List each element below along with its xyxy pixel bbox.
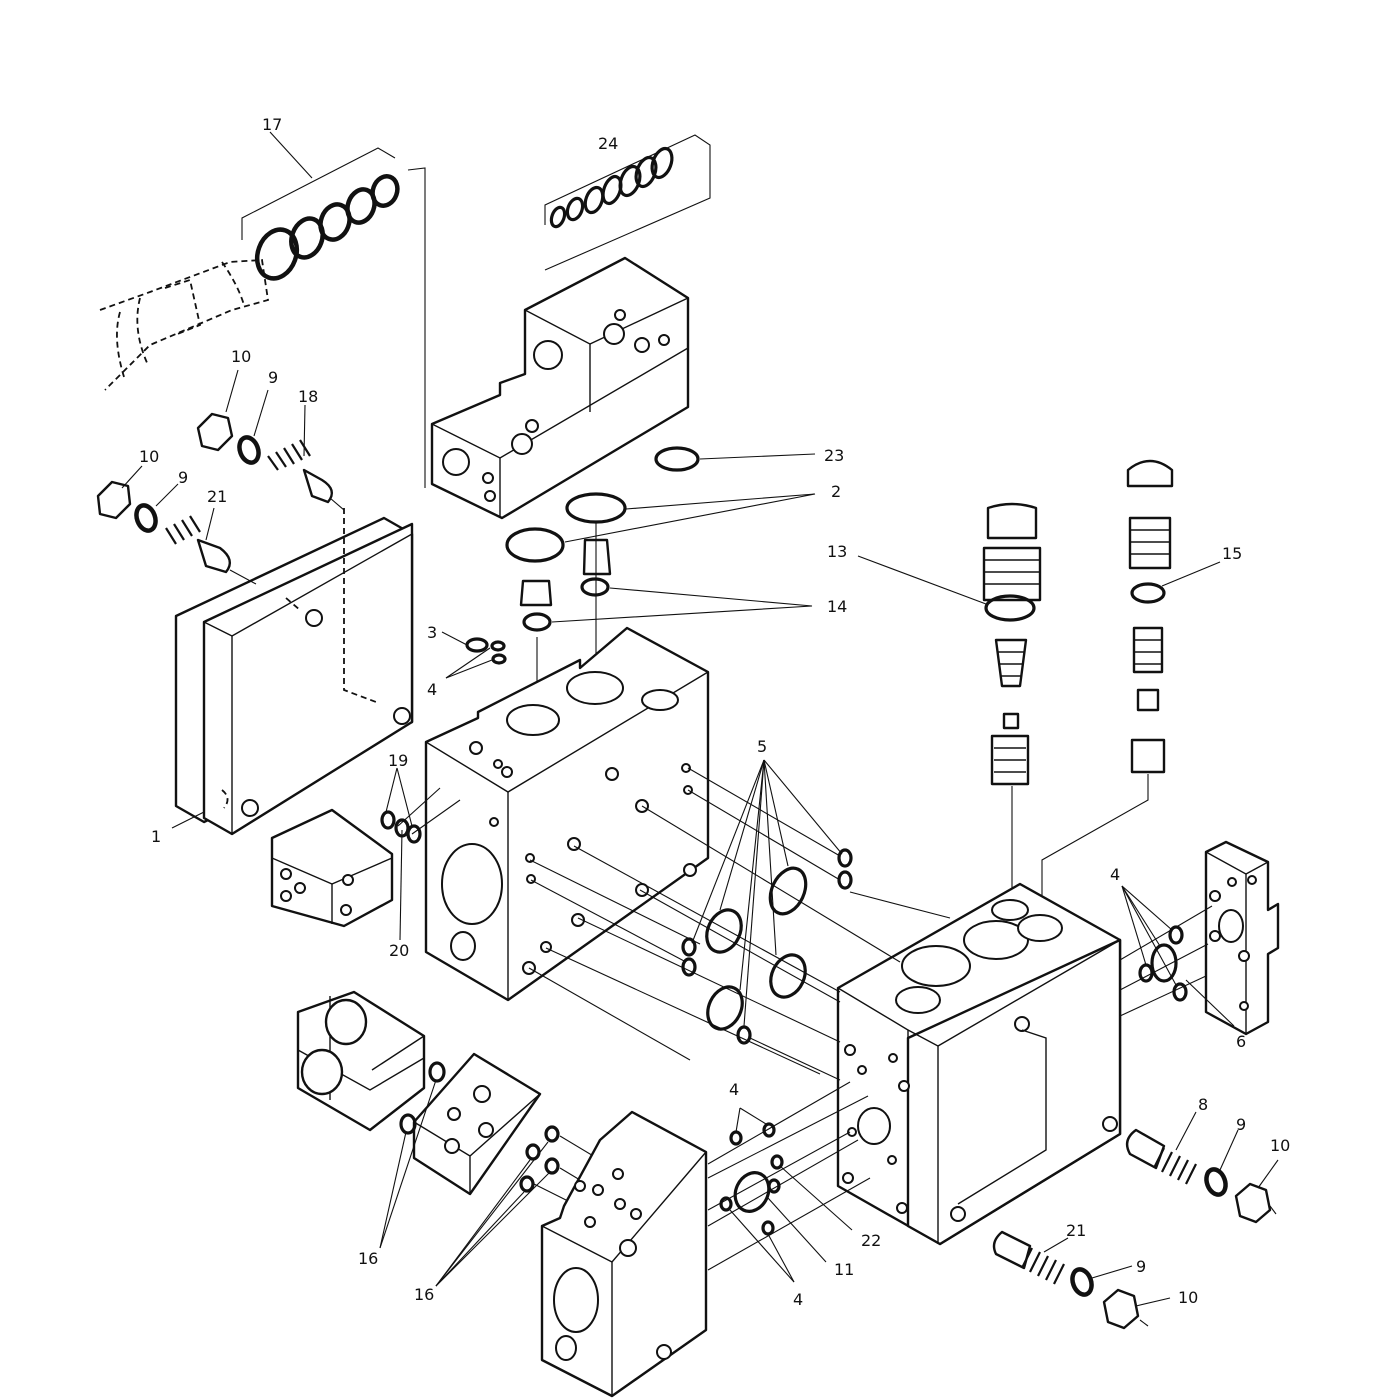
callout-24: 24 — [598, 134, 618, 153]
callout-18: 18 — [298, 387, 318, 406]
sub-plate-16 — [379, 1052, 621, 1287]
callout-1: 1 — [151, 827, 161, 846]
right-valve-body — [836, 882, 1122, 1246]
callout-9: 9 — [268, 368, 278, 387]
top-cover-block — [430, 256, 690, 520]
callout-5: 5 — [757, 737, 767, 756]
seals-4-22-11 — [707, 1081, 871, 1283]
callout-20: 20 — [389, 941, 409, 960]
callout-4: 4 — [793, 1290, 803, 1309]
callout-4: 4 — [729, 1080, 739, 1099]
callout-10: 10 — [139, 447, 159, 466]
callout-3: 3 — [427, 623, 437, 642]
callout-4: 4 — [1110, 865, 1120, 884]
lower-adapter-block — [540, 1110, 708, 1398]
solenoid-valve-16 — [296, 990, 426, 1132]
ring-set-24 — [544, 134, 711, 271]
main-valve-body — [424, 626, 710, 1002]
left-cover-plate-1 — [171, 508, 414, 836]
callout-10: 10 — [1178, 1288, 1198, 1307]
callout-17: 17 — [262, 115, 282, 134]
seals-19 — [380, 767, 461, 844]
callout-4: 4 — [427, 680, 437, 699]
stud-assembly-18 — [196, 369, 345, 511]
stud-assembly-21-left — [96, 465, 257, 585]
callout-10: 10 — [1270, 1136, 1290, 1155]
relief-valve-13 — [857, 502, 1042, 900]
callout-8: 8 — [1198, 1095, 1208, 1114]
callout-11: 11 — [834, 1260, 854, 1279]
callout-16: 16 — [414, 1285, 434, 1304]
callout-21: 21 — [1066, 1221, 1086, 1240]
relief-valve-15 — [1041, 459, 1221, 912]
solenoid-block-20 — [270, 808, 403, 941]
callout-19: 19 — [388, 751, 408, 770]
callout-15: 15 — [1222, 544, 1242, 563]
callout-labels: 17 24 10 9 18 10 9 21 23 2 13 15 14 3 4 … — [139, 115, 1290, 1309]
callout-9: 9 — [178, 468, 188, 487]
callout-9: 9 — [1236, 1115, 1246, 1134]
o-rings-5 — [528, 759, 951, 1081]
stud-assembly-8 — [1125, 1111, 1279, 1224]
callout-9: 9 — [1136, 1257, 1146, 1276]
callout-22: 22 — [861, 1231, 881, 1250]
stud-assembly-21-lower — [992, 1230, 1171, 1330]
callout-14: 14 — [827, 597, 847, 616]
callout-23: 23 — [824, 446, 844, 465]
callout-16: 16 — [358, 1249, 378, 1268]
o-rings-2-23-14 — [505, 446, 816, 712]
callout-6: 6 — [1236, 1032, 1246, 1051]
callout-10: 10 — [231, 347, 251, 366]
callout-21: 21 — [207, 487, 227, 506]
small-seals-3-4 — [441, 631, 507, 679]
callout-13: 13 — [827, 542, 847, 561]
hose-fitting-17 — [99, 131, 426, 488]
end-plate-6 — [1119, 840, 1280, 1036]
callout-2: 2 — [831, 482, 841, 501]
